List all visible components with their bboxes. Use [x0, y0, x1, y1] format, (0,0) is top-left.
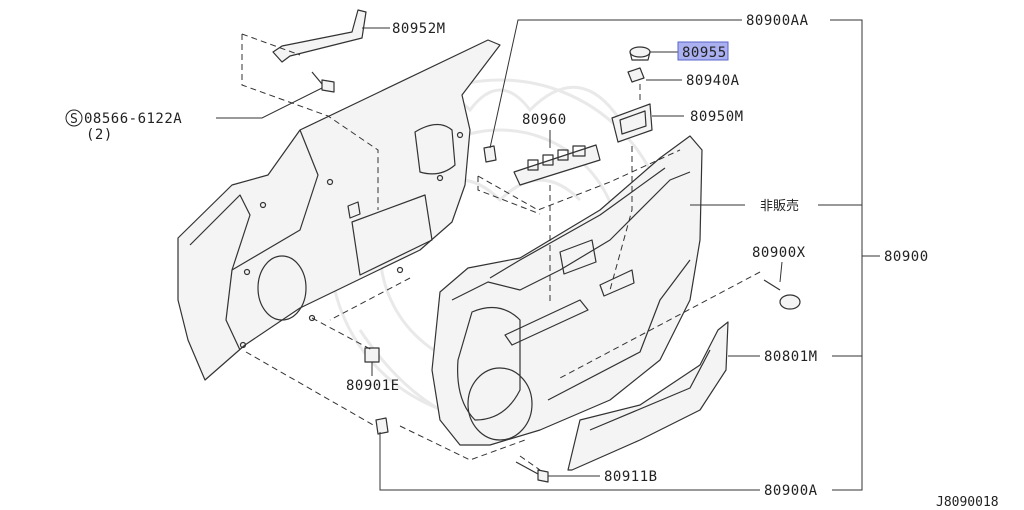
label-80900AA: 80900AA [746, 13, 809, 29]
label-not-sold: 非販売 [760, 198, 799, 214]
door-inner-panel [177, 39, 501, 381]
door-trim-panel [431, 135, 703, 446]
label-08566: 08566-6122A [84, 111, 182, 127]
part-80900A-clip [375, 417, 760, 491]
standard-part-s-icon [65, 109, 83, 127]
label-80960: 80960 [522, 112, 567, 128]
label-80801M: 80801M [764, 349, 818, 365]
part-80900AA-clip [483, 19, 742, 163]
label-80940A: 80940A [686, 73, 740, 89]
label-80900: 80900 [884, 249, 929, 265]
label-80901E: 80901E [346, 378, 400, 394]
part-80960-switch-panel [513, 130, 601, 186]
label-80950M: 80950M [690, 109, 744, 125]
part-80911B-screw [515, 461, 600, 483]
part-80955-cap [629, 46, 678, 61]
label-80955[interactable]: 80955 [682, 45, 727, 61]
part-80940A-clip [627, 67, 682, 83]
label-80900X: 80900X [752, 245, 806, 261]
part-80952M-bracket [272, 9, 390, 63]
part-80801M-pocket [567, 321, 760, 471]
part-80900X-clip [763, 261, 801, 310]
diagram-id: J8090018 [936, 495, 999, 510]
label-80952M: 80952M [392, 21, 446, 37]
part-80901E-clip [364, 347, 380, 376]
label-08566-qty: (2) [86, 127, 113, 143]
label-08566-prefix: S [70, 112, 78, 127]
part-08566-screw [216, 71, 335, 119]
part-80950M-escutcheon [611, 103, 684, 143]
label-80911B: 80911B [604, 469, 658, 485]
highlight-80955 [677, 41, 729, 61]
label-80900A: 80900A [764, 483, 818, 499]
